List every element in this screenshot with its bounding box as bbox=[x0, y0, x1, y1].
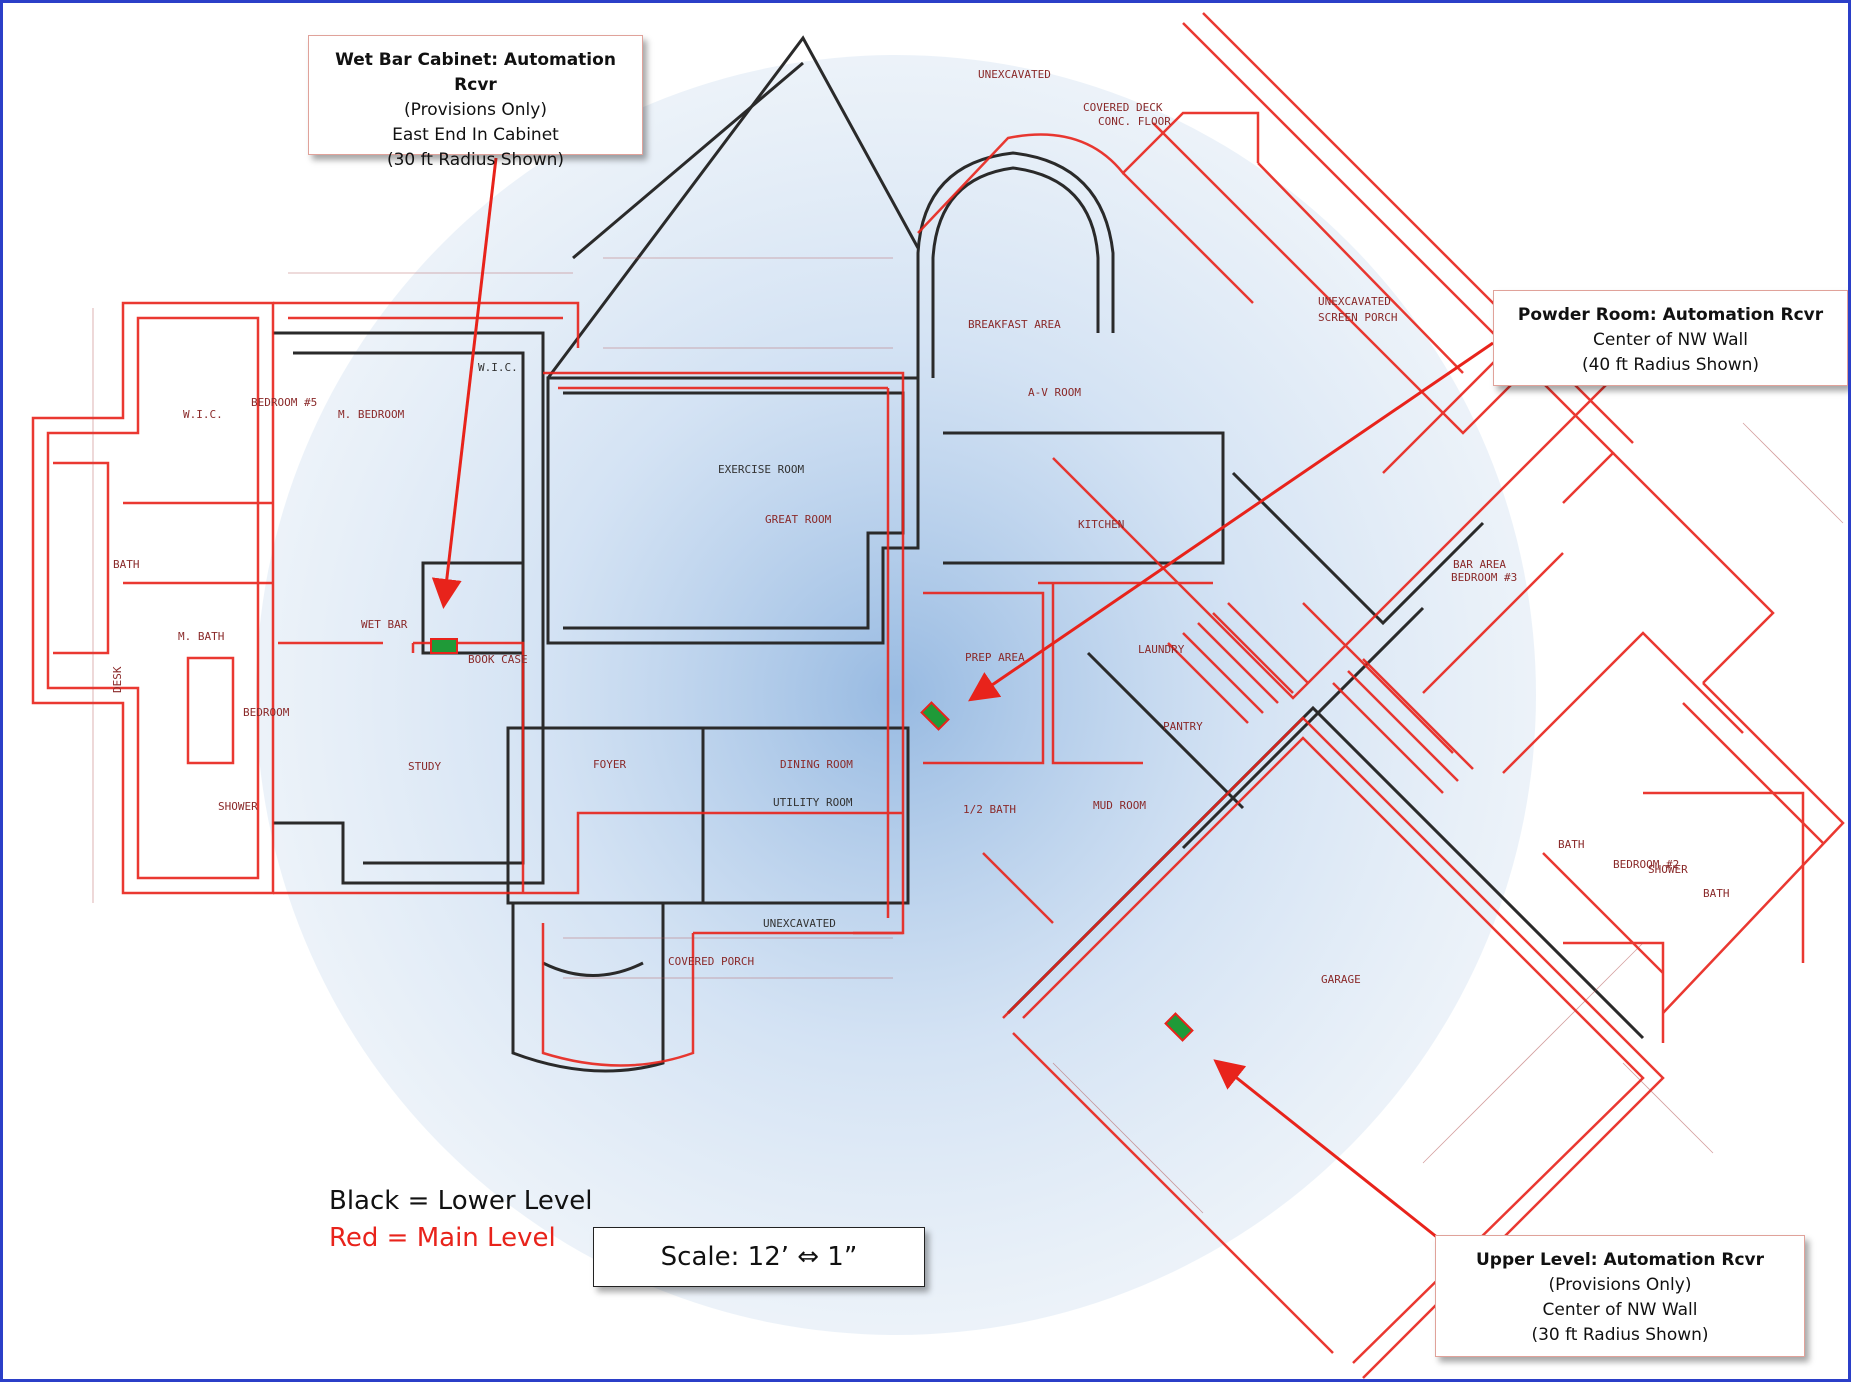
wet-bar-receiver-marker bbox=[430, 638, 458, 654]
label-shower: SHOWER bbox=[218, 800, 258, 813]
coverage-radius-circle bbox=[256, 55, 1536, 1335]
label-av-room: A-V ROOM bbox=[1028, 386, 1081, 399]
powder-room-receiver-marker bbox=[920, 701, 950, 731]
wet-bar-callout-title: Wet Bar Cabinet: Automation Rcvr bbox=[335, 50, 616, 95]
label-unexcavated-top: UNEXCAVATED bbox=[978, 68, 1051, 81]
wet-bar-callout-line-1: (Provisions Only) bbox=[404, 100, 547, 120]
label-utility-room: UTILITY ROOM bbox=[773, 796, 853, 809]
label-bedroom-5: BEDROOM #5 bbox=[251, 396, 317, 409]
wet-bar-callout-line-2: East End In Cabinet bbox=[392, 125, 559, 145]
powder-room-callout-arrow bbox=[968, 341, 1494, 702]
legend-lower-level: Black = Lower Level bbox=[329, 1186, 593, 1216]
label-great-room: GREAT ROOM bbox=[765, 513, 832, 526]
label-pantry: PANTRY bbox=[1163, 720, 1203, 733]
lower-level-walls bbox=[273, 35, 1645, 1073]
label-conc-floor: CONC. FLOOR bbox=[1098, 115, 1171, 128]
upper-level-receiver-marker bbox=[1164, 1012, 1194, 1042]
label-bedroom-2: BEDROOM #2 bbox=[1613, 858, 1679, 871]
label-bedroom-3: BEDROOM #3 bbox=[1451, 571, 1517, 584]
label-foyer: FOYER bbox=[593, 758, 626, 771]
label-shower-2: SHOWER bbox=[1648, 863, 1688, 876]
label-laundry: LAUNDRY bbox=[1138, 643, 1185, 656]
label-garage: GARAGE bbox=[1321, 973, 1361, 986]
upper-level-callout-line-2: Center of NW Wall bbox=[1542, 1300, 1698, 1320]
floor-plan-drawing: UNEXCAVATED COVERED DECK CONC. FLOOR BRE… bbox=[31, 12, 1845, 1379]
label-prep-area: PREP AREA bbox=[965, 651, 1025, 664]
label-bar-area: BAR AREA bbox=[1453, 558, 1506, 571]
label-kitchen: KITCHEN bbox=[1078, 518, 1124, 531]
label-desk: DESK bbox=[111, 666, 124, 693]
label-book-case: BOOK CASE bbox=[468, 653, 528, 666]
room-labels: UNEXCAVATED COVERED DECK CONC. FLOOR BRE… bbox=[111, 68, 1730, 986]
label-half-bath: 1/2 BATH bbox=[963, 803, 1016, 816]
label-wet-bar: WET BAR bbox=[361, 618, 408, 631]
label-covered-porch: COVERED PORCH bbox=[668, 955, 754, 968]
upper-level-callout: Upper Level: Automation Rcvr (Provisions… bbox=[1435, 1235, 1805, 1357]
label-bath-2: BATH bbox=[1558, 838, 1585, 851]
label-exercise-room: EXERCISE ROOM bbox=[718, 463, 804, 476]
label-wic: W.I.C. bbox=[183, 408, 223, 421]
label-m-bedroom: M. BEDROOM bbox=[338, 408, 405, 421]
dimension-lines bbox=[92, 257, 1844, 1214]
powder-room-callout-line-2: (40 ft Radius Shown) bbox=[1581, 355, 1760, 375]
powder-room-callout-title: Powder Room: Automation Rcvr bbox=[1517, 305, 1824, 325]
legend-main-level: Red = Main Level bbox=[329, 1223, 556, 1253]
label-breakfast-area: BREAKFAST AREA bbox=[968, 318, 1061, 331]
label-bath-3: BATH bbox=[1703, 887, 1730, 900]
wet-bar-callout-arrow bbox=[431, 157, 498, 609]
level-legend: Black = Lower Level Red = Main Level bbox=[329, 1183, 592, 1257]
scale-box: Scale: 12’ ⇔ 1” bbox=[593, 1227, 925, 1287]
label-screen-porch: SCREEN PORCH bbox=[1318, 311, 1397, 324]
scale-label: Scale: 12’ ⇔ 1” bbox=[660, 1242, 858, 1272]
upper-level-callout-line-3: (30 ft Radius Shown) bbox=[1531, 1325, 1709, 1345]
powder-room-callout: Powder Room: Automation Rcvr Center of N… bbox=[1493, 290, 1848, 386]
label-wic-2: W.I.C. bbox=[478, 361, 518, 374]
label-unexcavated-bottom: UNEXCAVATED bbox=[763, 917, 836, 930]
wet-bar-callout: Wet Bar Cabinet: Automation Rcvr (Provis… bbox=[308, 35, 643, 170]
label-mud-room: MUD ROOM bbox=[1093, 799, 1146, 812]
upper-level-callout-arrow bbox=[1213, 1059, 1439, 1240]
powder-room-callout-line-1: Center of NW Wall bbox=[1593, 330, 1748, 350]
label-unexcavated-screen-porch: UNEXCAVATED bbox=[1318, 295, 1391, 308]
label-study: STUDY bbox=[408, 760, 441, 773]
label-dining-room: DINING ROOM bbox=[780, 758, 853, 771]
label-m-bath: M. BATH bbox=[178, 630, 224, 643]
upper-level-callout-title: Upper Level: Automation Rcvr bbox=[1475, 1250, 1765, 1270]
wet-bar-callout-line-3: (30 ft Radius Shown) bbox=[386, 150, 565, 170]
upper-level-callout-line-1: (Provisions Only) bbox=[1548, 1275, 1692, 1295]
label-bath: BATH bbox=[113, 558, 140, 571]
label-bedroom: BEDROOM bbox=[243, 706, 290, 719]
label-covered-deck: COVERED DECK bbox=[1083, 101, 1163, 114]
